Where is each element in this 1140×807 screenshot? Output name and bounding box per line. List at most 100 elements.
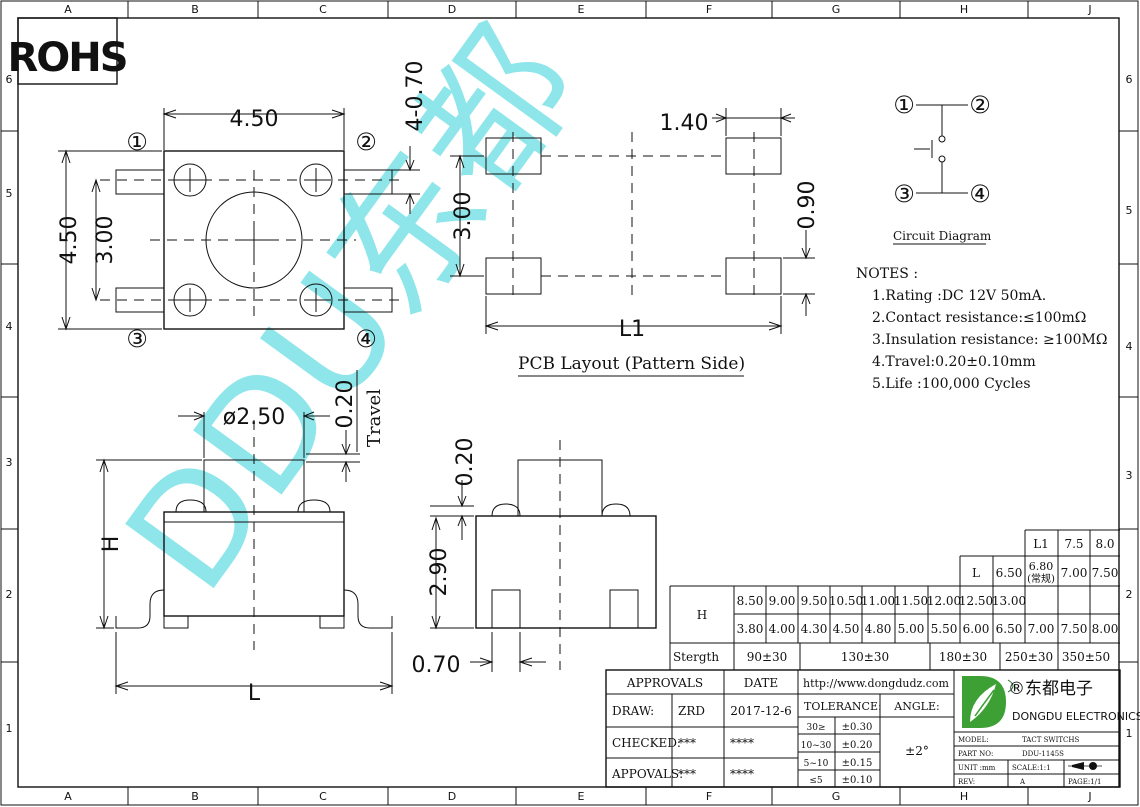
angle-value: ±2°: [905, 744, 929, 758]
row-label: 2: [6, 588, 13, 601]
title-block: APPROVALS DATE DRAW: ZRD 2017-12-6 CHECK…: [605, 669, 1140, 788]
row-label: 6: [6, 73, 13, 86]
col-label: H: [960, 3, 968, 16]
pin-2-label: ②: [355, 128, 377, 156]
h-label: H: [697, 608, 707, 622]
tol-range: 10~30: [801, 741, 832, 751]
row-label: 4: [6, 320, 13, 333]
dim-pad: 0.90: [795, 181, 820, 230]
tol-value: ±0.20: [842, 740, 873, 751]
col-label: J: [1087, 3, 1091, 16]
notes: NOTES : 1.Rating :DC 12V 50mA. 2.Contact…: [856, 266, 1107, 392]
col-label: F: [706, 790, 712, 803]
row-label: 4: [1126, 340, 1133, 353]
circuit-diagram: ① ② ③ ④ Circuit Diagram: [893, 91, 992, 245]
strength-value: 130±30: [841, 650, 889, 664]
dim-inner: 3.00: [93, 216, 118, 265]
row-label: 6: [1126, 73, 1133, 86]
part-label: PART NO:: [958, 750, 993, 758]
dim-height: 4.50: [57, 216, 82, 265]
l-value-line2: (常规): [1027, 572, 1055, 585]
dim-width: 4.50: [230, 107, 279, 132]
row-label: 5: [6, 187, 13, 200]
circuit-pin-3: ③: [893, 180, 915, 208]
row-label: 3: [6, 456, 13, 469]
row-label: 1: [1126, 727, 1133, 740]
tol-value: ±0.10: [842, 775, 873, 786]
circuit-pin-1: ①: [893, 91, 915, 119]
h-value: 5.50: [931, 622, 958, 636]
h-value: 9.50: [801, 594, 828, 608]
col-label: J: [1087, 790, 1091, 803]
approvals-label: APPOVALS:: [611, 767, 683, 781]
h-value: 4.50: [833, 622, 860, 636]
h-value: 10.50: [829, 594, 863, 608]
dim-pin: 4-0.70: [403, 61, 428, 132]
l-value: 7.00: [1061, 566, 1088, 580]
strength-label: Stergth: [673, 650, 719, 664]
l-value: 6.50: [996, 566, 1023, 580]
rev-label: REV:: [958, 778, 975, 786]
notes-title: NOTES :: [856, 266, 918, 282]
col-label: A: [64, 3, 72, 16]
dim-l: L: [248, 681, 261, 706]
strength-value: 90±30: [747, 650, 788, 664]
top-view: 4.50 4.50 3.00 4-0.70 ① ② ③ ④: [57, 61, 428, 353]
l-value-line1: 6.80: [1029, 560, 1054, 573]
col-label: B: [191, 790, 199, 803]
date-header: DATE: [744, 676, 778, 690]
col-label: D: [448, 790, 456, 803]
tol-value: ±0.15: [842, 758, 873, 769]
row-label: 2: [1126, 588, 1133, 601]
dim-pitch: 1.40: [660, 111, 709, 136]
col-label: C: [319, 3, 327, 16]
h-value: 9.00: [769, 594, 796, 608]
h-value: 12.00: [927, 594, 961, 608]
circuit-title: Circuit Diagram: [893, 229, 992, 243]
circuit-pin-2: ②: [969, 91, 991, 119]
note-item: 2.Contact resistance:≤100mΩ: [872, 310, 1086, 326]
l1-value: 8.0: [1095, 537, 1114, 551]
rev-value: A: [1019, 778, 1026, 786]
h-value: 8.50: [737, 594, 764, 608]
h-value: 6.00: [963, 622, 990, 636]
draw-name: ZRD: [678, 704, 705, 718]
unit-label: UNIT :mm: [958, 764, 996, 772]
angle-label: ANGLE:: [893, 700, 939, 713]
spec-table: L1 7.5 8.0 L 6.50 6.80 (常规) 7.00 7.50 H …: [669, 529, 1120, 671]
note-item: 4.Travel:0.20±0.10mm: [872, 354, 1036, 370]
l-value: 7.50: [1092, 566, 1119, 580]
col-label: H: [960, 790, 968, 803]
tol-range: 5~10: [804, 759, 829, 769]
col-label: F: [706, 3, 712, 16]
row-label: 5: [1126, 204, 1133, 217]
draw-date: 2017-12-6: [730, 704, 792, 718]
tol-value: ±0.30: [842, 722, 873, 733]
model-value: TACT SWITCHS: [1022, 736, 1079, 744]
h-value: 3.80: [737, 622, 764, 636]
checked-label: CHECKED:: [612, 736, 681, 750]
dim-l1: L1: [619, 317, 645, 342]
note-item: 1.Rating :DC 12V 50mA.: [872, 288, 1046, 304]
h-value: 11.50: [894, 594, 928, 608]
row-label: 1: [6, 722, 13, 735]
side-view: ø2.50 0.20 Travel H L: [96, 370, 394, 706]
col-label: E: [578, 790, 585, 803]
part-value: DDU-1145S: [1022, 750, 1064, 758]
h-value: 4.80: [865, 622, 892, 636]
pcb-layout: 1.40 3.00 0.90 L1 PCB Layout (Pattern Si…: [450, 108, 820, 377]
h-value: 11.00: [861, 594, 895, 608]
company-name-en: DONGDU ELECTRONICS: [1012, 710, 1140, 723]
col-label: C: [319, 790, 327, 803]
website: http://www.dongdudz.com: [803, 677, 950, 690]
l1-label: L1: [1033, 537, 1049, 551]
h-value: 5.00: [898, 622, 925, 636]
pin-4-label: ④: [355, 325, 377, 353]
l1-value: 7.5: [1064, 537, 1083, 551]
approvals-name: ***: [678, 767, 696, 781]
h-value: 7.00: [1028, 622, 1055, 636]
approvals-date: ****: [730, 767, 754, 781]
